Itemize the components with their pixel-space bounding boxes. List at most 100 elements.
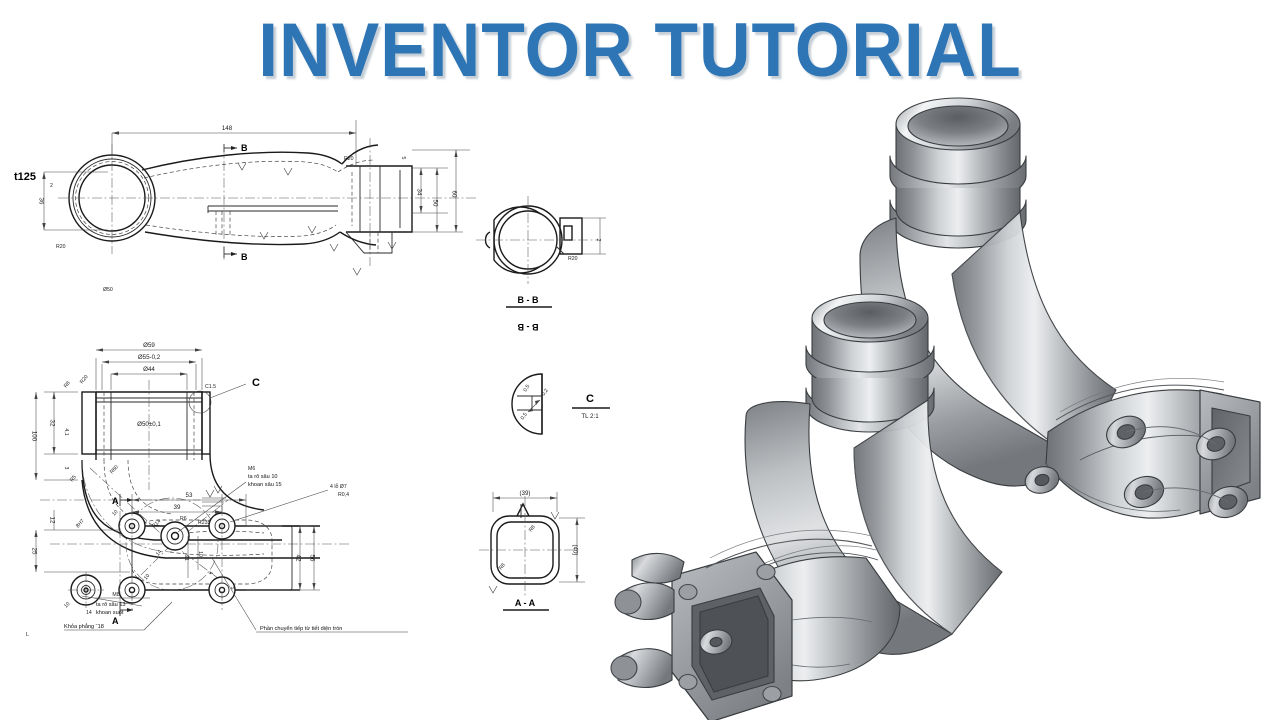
drawing-bottom-section: Ø59 Ø55-0,2 Ø44 xyxy=(20,340,460,640)
detail-dim-02: 0,2 xyxy=(541,388,550,397)
note-r6: R6 xyxy=(180,516,187,522)
section-aa-label: A - A xyxy=(515,598,536,608)
aa-radius-b: R8 xyxy=(498,562,507,571)
note-m6-line1: M6 xyxy=(248,466,255,472)
bb-dim-2: 2 xyxy=(595,239,601,242)
dim-5-text: 5 xyxy=(400,157,406,160)
dim-50-text: 50 xyxy=(432,200,439,207)
note-r8-left: R8 xyxy=(63,380,72,389)
section-aa-view: (39) (40) R8 R8 A - A xyxy=(465,474,615,624)
note-m6-line2: ta rô sâu 10 xyxy=(248,474,278,480)
drawing-top-plan: 148 t125 xyxy=(8,108,478,318)
flange-plate xyxy=(68,506,300,610)
note-face-flat: Khỏa phẳng ˘18 xyxy=(64,601,173,631)
section-a-top-text: A xyxy=(112,496,119,506)
detail-c-callout: C xyxy=(209,377,260,399)
note-holes-line1: 4 lỗ Ø7 xyxy=(330,483,347,490)
section-mark-b-top: B xyxy=(223,143,248,153)
note-transition-text: Phần chuyển tiếp từ tiết diện tròn xyxy=(260,625,342,632)
faint-bottom-note: L xyxy=(26,632,29,638)
dim-bore-top-dia: Ø44 xyxy=(143,366,155,373)
note-m8: M8 ta rô sâu 13 khoan suốt xyxy=(81,592,150,616)
section-mark-a-top: A xyxy=(112,494,133,506)
aa-radius-a: R8 xyxy=(528,524,537,533)
detail-dim-r05: 0,5 xyxy=(520,412,529,421)
aa-dims: (39) (40) R8 R8 xyxy=(488,490,585,594)
section-b-bottom-text: B xyxy=(241,252,248,262)
note-r5-left: R5 xyxy=(69,474,78,483)
aa-dim-height: (40) xyxy=(572,544,579,555)
dim-overall-148: 148 xyxy=(111,120,357,166)
dim-seat-dia: Ø55-0,2 xyxy=(138,354,161,361)
note-m8-line1: M8 xyxy=(112,592,119,598)
note-r60: R60 xyxy=(109,464,120,475)
note-m6-line3: khoan sâu 15 xyxy=(248,482,282,488)
dim-3: 3 xyxy=(63,467,69,470)
model-rear-bolt-lugs xyxy=(1024,415,1249,519)
section-b-top-text: B xyxy=(241,143,248,153)
dim-36: 36 xyxy=(38,171,108,231)
note-m6: M6 ta rô sâu 10 khoan sâu 15 xyxy=(177,466,282,533)
dim-bore-main-dia: Ø50±0,1 xyxy=(137,421,161,428)
dim-10: 10 xyxy=(197,551,203,557)
dim-4: 4 xyxy=(207,572,213,575)
dim-42: 42 xyxy=(295,555,302,562)
radius-note-r20-a: R20 xyxy=(56,244,66,250)
dim-56: 56 xyxy=(309,555,316,562)
note-face-text: Khỏa phẳng ˘18 xyxy=(64,623,104,630)
detail-dim-05: 0,5 xyxy=(523,384,532,393)
radius-note-r20-b: R20 xyxy=(344,156,354,162)
note-holes-line2: R0,4 xyxy=(338,492,349,498)
detail-c-label: C xyxy=(586,393,594,405)
note-m8-line3: khoan suốt xyxy=(96,610,124,616)
dim-10b: 10 xyxy=(143,573,151,581)
flange-dims: 53 39 42 56 21 10 14 10 xyxy=(63,492,320,616)
section-mark-b-bottom: B xyxy=(223,247,248,262)
dim-41: 4,1 xyxy=(63,428,69,435)
bb-dims: 2 R20 xyxy=(568,217,606,262)
dim-8h7: 8H7 xyxy=(75,518,86,529)
detail-c-scale: TL 2:1 xyxy=(581,413,599,420)
dim-outer-dia: Ø59 xyxy=(143,342,155,349)
section-a-bottom-text: A xyxy=(112,616,119,626)
model-front xyxy=(610,293,1003,720)
diameter-dim-stack: Ø59 Ø55-0,2 Ø44 xyxy=(95,342,203,390)
note-r14: R14 xyxy=(151,518,162,529)
dim-60-text: 60 xyxy=(451,191,458,198)
left-dim-stack: 32 4,1 100 12 25 3 R8 R20 R5 xyxy=(31,374,130,573)
dim-100: 100 xyxy=(31,431,38,442)
dim-53: 53 xyxy=(186,492,193,499)
note-4-holes: 4 lỗ Ø7 R0,4 xyxy=(229,483,349,523)
section-bb-mirror-label: B - B xyxy=(517,322,538,332)
dim-39: 39 xyxy=(174,504,181,511)
section-bb-view: 2 R20 B - B B - B xyxy=(468,160,638,340)
part-label-t125: t125 xyxy=(14,171,36,183)
note-m8-line2: ta rô sâu 13 xyxy=(96,602,126,608)
aa-dim-width: (39) xyxy=(519,490,530,497)
detail-c-geometry: 0,5 0,2 0,5 xyxy=(511,373,550,435)
dim-14: 14 xyxy=(155,549,163,557)
dim-10c: 10 xyxy=(111,509,119,517)
dim-12: 12 xyxy=(49,517,56,524)
model-front-flange xyxy=(671,551,793,720)
dim-10d: 10 xyxy=(63,601,71,609)
surface-marks-bottom xyxy=(202,485,226,507)
dim-36-text: 36 xyxy=(38,198,45,205)
internal-ribs xyxy=(207,205,338,236)
detail-c-view: 0,5 0,2 0,5 C TL 2:1 xyxy=(492,366,622,446)
dim-stack-right: 34 50 60 5 xyxy=(400,149,470,233)
dim-5b: 5 xyxy=(229,587,235,590)
chamfer-note: C1.5 xyxy=(205,384,216,390)
lower-faint-note: Ø50 xyxy=(103,287,113,293)
model-front-lugs xyxy=(610,552,685,689)
body-outline xyxy=(141,151,343,246)
3d-models-panel xyxy=(560,60,1280,720)
section-bb-label: B - B xyxy=(518,295,539,305)
dim-25: 25 xyxy=(31,548,38,555)
dim-21: 21 xyxy=(183,555,189,561)
page-title: INVENTOR TUTORIAL xyxy=(258,8,1022,93)
bb-note-r20: R20 xyxy=(568,256,578,262)
surface-finish-marks xyxy=(237,162,397,276)
dim-148-text: 148 xyxy=(222,125,233,132)
